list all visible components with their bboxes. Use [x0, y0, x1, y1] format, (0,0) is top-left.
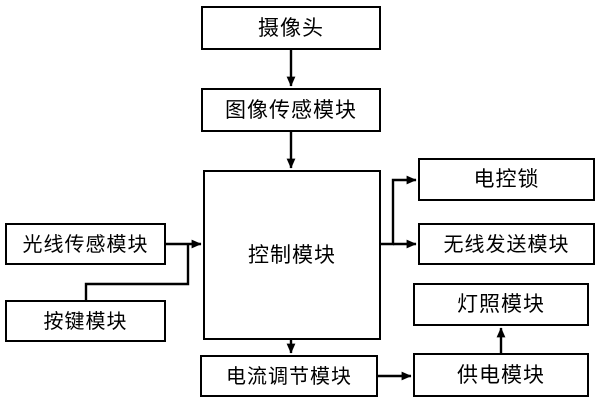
node-image-sensor-module[interactable]: 图像传感模块: [201, 88, 381, 132]
edge-keys-to-control: [84, 245, 190, 300]
node-control-module-label: 控制模块: [248, 242, 336, 267]
node-wireless-transmit-module-label: 无线发送模块: [443, 232, 570, 256]
node-camera[interactable]: 摄像头: [201, 6, 381, 50]
node-control-module[interactable]: 控制模块: [203, 170, 381, 340]
node-camera-label: 摄像头: [258, 15, 324, 40]
node-power-supply-module-label: 供电模块: [457, 362, 545, 387]
node-power-supply-module[interactable]: 供电模块: [413, 353, 589, 397]
node-image-sensor-module-label: 图像传感模块: [225, 97, 357, 122]
node-lighting-module[interactable]: 灯照模块: [413, 283, 589, 326]
node-light-sensor-module-label: 光线传感模块: [22, 232, 149, 256]
node-current-regulation-module[interactable]: 电流调节模块: [200, 355, 378, 397]
node-lighting-module-label: 灯照模块: [457, 292, 545, 316]
node-electric-lock-label: 电控锁: [473, 167, 540, 191]
node-key-module[interactable]: 按键模块: [5, 300, 166, 342]
node-wireless-transmit-module[interactable]: 无线发送模块: [418, 223, 595, 265]
node-electric-lock[interactable]: 电控锁: [418, 158, 595, 201]
edge-control-right-bus: [381, 175, 417, 246]
node-key-module-label: 按键模块: [43, 309, 128, 333]
node-light-sensor-module[interactable]: 光线传感模块: [5, 223, 166, 265]
node-current-regulation-module-label: 电流调节模块: [226, 364, 352, 388]
